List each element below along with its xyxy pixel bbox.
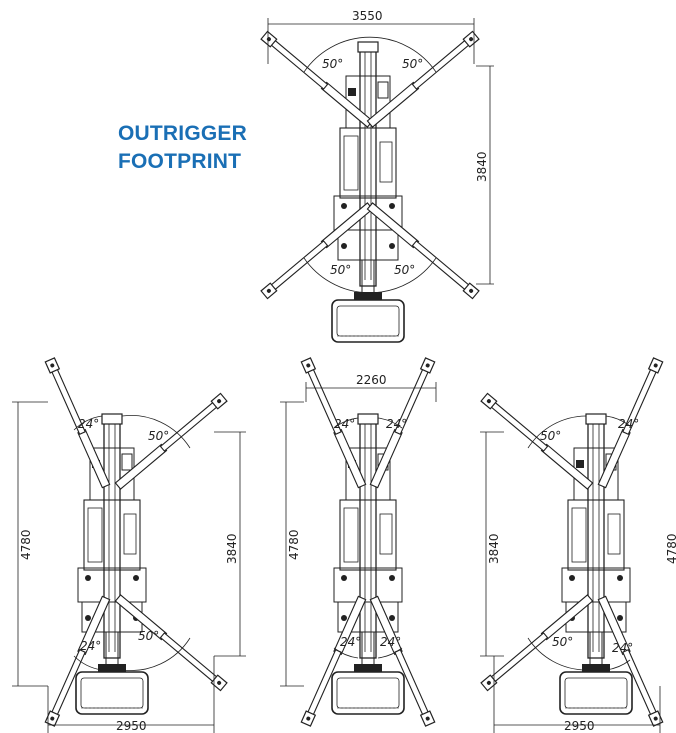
left-angle-tr: 50°: [148, 429, 169, 443]
left-height-left-label: 4780: [19, 529, 33, 560]
middle-angle-tr: 24°: [386, 417, 407, 431]
right-angle-tl: 50°: [540, 429, 561, 443]
left-height-right-label: 3840: [225, 533, 239, 564]
top-angle-br: 50°: [394, 263, 415, 277]
middle-angle-br: 24°: [380, 635, 401, 649]
right-angle-bl: 50°: [552, 635, 573, 649]
top-angle-tr: 50°: [402, 57, 423, 71]
left-diagram: 4780 3840 2950 24° 50° 24° 50°: [12, 357, 246, 733]
left-angle-br: 50°: [138, 629, 159, 643]
right-diagram: 3840 4780 2950 50° 24° 50° 24°: [480, 357, 676, 733]
left-bottom-width-label: 2950: [116, 719, 147, 733]
top-angle-tl: 50°: [322, 57, 343, 71]
top-height-label: 3840: [475, 151, 489, 182]
title-line-2: FOOTPRINT: [118, 150, 242, 173]
top-angle-bl: 50°: [330, 263, 351, 277]
outrigger-footprint-title: OUTRIGGER FOOTPRINT: [118, 120, 247, 176]
middle-diagram: 2260 4780 24° 24° 24° 24°: [280, 357, 437, 727]
right-height-right-label: 4780: [665, 533, 676, 564]
top-width-label: 3550: [352, 9, 383, 23]
left-angle-tl: 24°: [78, 417, 99, 431]
right-bottom-width-label: 2950: [564, 719, 595, 733]
middle-angle-tl: 24°: [334, 417, 355, 431]
middle-width-label: 2260: [356, 373, 387, 387]
right-angle-br: 24°: [612, 641, 633, 655]
right-angle-tr: 24°: [618, 417, 639, 431]
left-angle-bl: 24°: [80, 639, 101, 653]
middle-height-left-label: 4780: [287, 529, 301, 560]
middle-angle-bl: 24°: [340, 635, 361, 649]
top-diagram: 3550 3840 50° 50° 50° 50°: [260, 9, 494, 343]
right-height-left-label: 3840: [487, 533, 501, 564]
title-line-1: OUTRIGGER: [118, 122, 247, 145]
